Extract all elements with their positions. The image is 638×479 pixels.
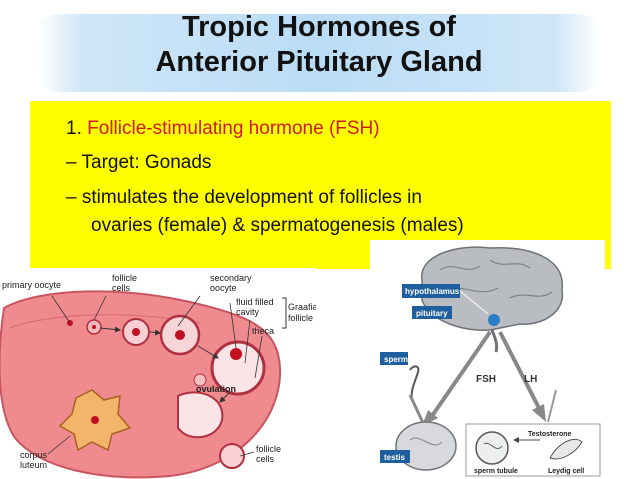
label-corpus-2: luteum <box>20 460 47 470</box>
label-secondary-oocyte-1: secondary <box>210 273 252 283</box>
brain-testis-diagram: hypothalamus pituitary FSH LH sperm test… <box>370 240 605 479</box>
label-fsh: FSH <box>476 374 496 385</box>
label-secondary-oocyte-2: oocyte <box>210 283 237 293</box>
title-line-1: Tropic Hormones of <box>0 10 638 45</box>
label-pituitary: pituitary <box>416 309 448 318</box>
label-primary-oocyte: primary oocyte <box>2 280 61 290</box>
label-follicle-bottom-1: follicle <box>256 444 281 454</box>
label-testosterone: Testosterone <box>528 431 572 438</box>
label-sperm: sperm <box>384 355 408 364</box>
pituitary-icon <box>488 314 500 326</box>
label-hypothalamus: hypothalamus <box>405 287 460 296</box>
bullet-text: Target: Gonads <box>82 152 212 173</box>
label-follicle-cells-1: follicle <box>112 273 137 283</box>
label-graafian-2: follicle <box>288 313 313 323</box>
label-fluid-1: fluid filled <box>236 297 274 307</box>
label-ovulation: ovulation <box>196 384 236 394</box>
item-heading: 1. Follicle-stimulating hormone (FSH) <box>66 117 380 140</box>
bullet-text: ovaries (female) & spermatogenesis (male… <box>91 215 464 236</box>
label-testis: testis <box>384 453 405 462</box>
label-follicle-cells-2: cells <box>112 283 131 293</box>
sperm-tubule-icon <box>476 432 508 464</box>
label-follicle-bottom-2: cells <box>256 454 275 464</box>
ovary-diagram: primary oocyte follicle cells secondary … <box>0 268 316 479</box>
item-title: Follicle-stimulating hormone (FSH) <box>87 118 379 139</box>
bullet-dash: – <box>66 152 77 173</box>
bullet-continuation: ovaries (female) & spermatogenesis (male… <box>91 214 464 237</box>
label-fluid-2: cavity <box>236 307 260 317</box>
ovulation-site <box>178 392 222 437</box>
label-lh: LH <box>524 374 537 385</box>
label-sperm-tubule: sperm tubule <box>474 468 518 475</box>
bullet-target: – Target: Gonads <box>66 151 211 174</box>
label-leydig-cell: Leydig cell <box>548 468 584 475</box>
item-number: 1. <box>66 118 82 139</box>
bullet-stimulates: – stimulates the development of follicle… <box>66 186 422 209</box>
slide-title: Tropic Hormones of Anterior Pituitary Gl… <box>0 10 638 80</box>
bullet-dash: – <box>66 187 77 208</box>
label-corpus-1: corpus <box>20 450 48 460</box>
label-graafian-1: Graafian <box>288 302 316 312</box>
bullet-text: stimulates the development of follicles … <box>82 187 422 208</box>
title-line-2: Anterior Pituitary Gland <box>0 45 638 80</box>
label-theca: theca <box>252 326 274 336</box>
